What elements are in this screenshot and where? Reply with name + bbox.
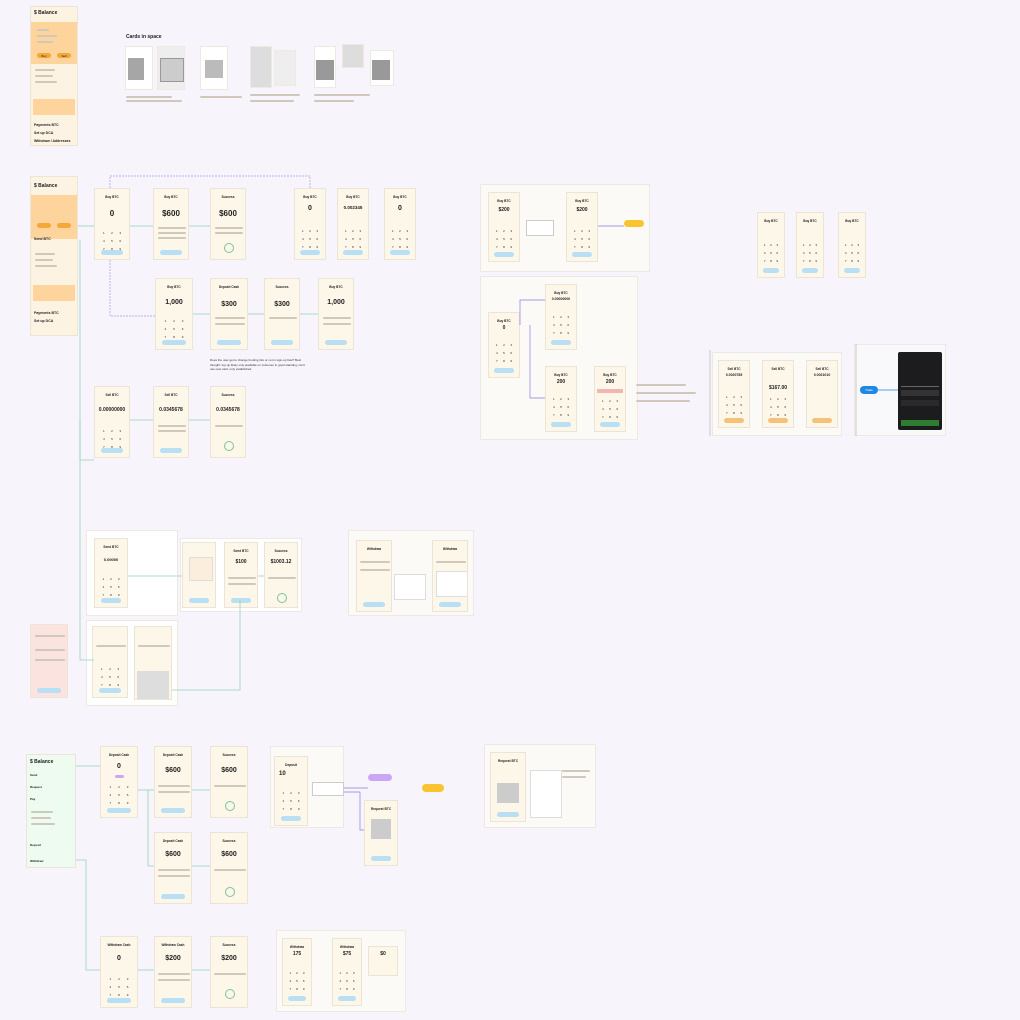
cards-in-space-title: Cards in space (126, 34, 162, 40)
sell-screen-2: Sell BTC 0.0345678 (153, 386, 189, 458)
trade-app-screenshot (898, 352, 942, 430)
card-diagram-4b (342, 44, 364, 68)
send-row[interactable]: Send (30, 773, 38, 777)
card-diagram-3b (274, 50, 296, 86)
deposit-screen-3: Deposit Cash $600 (154, 832, 192, 904)
card-diagram-3a (250, 46, 272, 88)
row-payments[interactable]: Payments BTC (34, 123, 59, 127)
withdraw-cash-success: Success $200 (210, 936, 248, 1008)
deposit-success-screen: Success $300 (264, 278, 300, 350)
purple-note-pill (368, 774, 392, 781)
deposit-success-1: Success $600 (210, 746, 248, 818)
request-btc-screen: Request BTC (490, 752, 526, 822)
row-payments[interactable]: Payments BTC (34, 311, 59, 315)
pink-card (30, 624, 68, 698)
balance-cards (33, 99, 75, 115)
sell-success-screen: Success 0.0345678 (210, 386, 246, 458)
yellow-note-pill-2 (422, 784, 444, 792)
continue-button[interactable] (101, 250, 123, 255)
deposit-screen-2: Deposit Cash $600 (154, 746, 192, 818)
balance-card-3: $ Balance Send Request Pay Deposit Withd… (26, 754, 76, 868)
row-dca[interactable]: Set up DCA (34, 131, 54, 135)
request-btc-small: Request BTC (364, 800, 398, 866)
deposit-success-2: Success $600 (210, 832, 248, 904)
deposit-cash-screen: Deposit Cash $300 (210, 278, 248, 350)
row-dca[interactable]: Set up DCA (34, 319, 54, 323)
buy-screen-2: Buy BTC $600 (153, 188, 189, 260)
deposit-row[interactable]: Deposit (30, 843, 42, 847)
buy-button[interactable] (37, 223, 51, 228)
withdraw-row[interactable]: Withdraw (30, 859, 44, 863)
balance-card-2: $ Balance Send BTC Payments BTC Set up D… (30, 176, 78, 336)
sell-button[interactable]: Sell (57, 53, 71, 58)
success-screen: Success $600 (210, 188, 246, 260)
send-btc-row[interactable]: Send BTC (34, 237, 51, 241)
row-withdraw[interactable]: Withdraw / Addresses (34, 139, 71, 143)
send-success-screen: Success $1003.12 (264, 542, 298, 608)
balance-card-1: $ Balance Buy Sell Payments BTC Set up D… (30, 6, 78, 146)
pay-row[interactable]: Pay (30, 797, 36, 801)
yellow-note-pill (624, 220, 644, 227)
confirm-button[interactable] (160, 250, 182, 255)
request-row[interactable]: Request (30, 785, 42, 789)
sell-button[interactable] (57, 223, 71, 228)
buy2-screen-4: Buy BTC 1,000 (318, 278, 354, 350)
trade-pill: Trade (860, 386, 878, 394)
balance-title: $ Balance (34, 10, 58, 16)
buy-button[interactable]: Buy (37, 53, 51, 58)
design-note: Does the user get to change funding info… (210, 358, 305, 371)
send-screen-2: Send BTC $100 (224, 542, 258, 608)
qr-frame (189, 557, 213, 581)
withdraw-cash-2: Withdraw Cash $200 (154, 936, 192, 1008)
balance-title: $ Balance (34, 183, 58, 189)
